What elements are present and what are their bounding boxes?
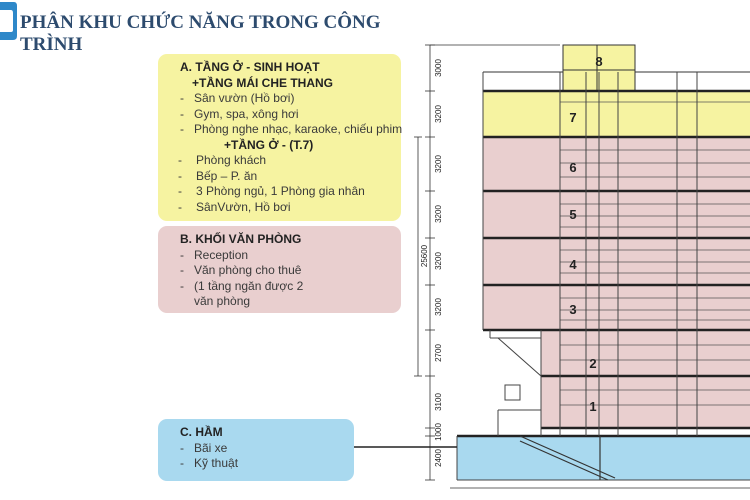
zone-c-item: -Kỹ thuật bbox=[180, 456, 239, 470]
zone-b-office-box: B. KHỐI VĂN PHÒNG -Reception -Văn phòng … bbox=[158, 226, 401, 313]
zone-b-item: -Văn phòng cho thuê bbox=[180, 263, 302, 277]
zone-a-item: -SânVườn, Hồ bơi bbox=[178, 199, 291, 214]
corner-badge-icon bbox=[0, 0, 18, 42]
zone-a-subheading-2: +TẦNG Ở - (T.7) bbox=[224, 137, 314, 152]
zone-b-item: văn phòng bbox=[194, 294, 251, 308]
zone-c-basement-box: C. HẦM -Bãi xe -Kỹ thuật bbox=[158, 419, 354, 481]
dim-label: 3200 bbox=[434, 298, 443, 316]
zone-a-residential-box: A. TẦNG Ở - SINH HOẠT +TẦNG MÁI CHE THAN… bbox=[158, 54, 403, 221]
zone-a-item: -Phòng nghe nhạc, karaoke, chiếu phim bbox=[180, 122, 403, 136]
zone-c-heading: C. HẦM bbox=[180, 425, 223, 439]
dim-label: 3200 bbox=[434, 252, 443, 270]
dim-label: 3000 bbox=[434, 59, 443, 77]
total-height-label: 25600 bbox=[420, 244, 429, 267]
floor-label-4: 4 bbox=[569, 257, 577, 272]
dim-label: 2700 bbox=[434, 344, 443, 362]
zone-b-item: -Reception bbox=[180, 247, 249, 262]
zone-a-item: -Gym, spa, xông hơi bbox=[180, 106, 299, 121]
floor-label-2: 2 bbox=[589, 356, 596, 371]
yellow-zone-floor-7 bbox=[483, 91, 750, 137]
zone-a-heading: A. TẦNG Ở - SINH HOẠT bbox=[180, 60, 320, 74]
floor-label-8: 8 bbox=[595, 54, 602, 69]
dim-label: 3200 bbox=[434, 155, 443, 173]
floor-label-6: 6 bbox=[569, 160, 576, 175]
dim-label: 1000 bbox=[434, 423, 443, 441]
zone-b-heading: B. KHỐI VĂN PHÒNG bbox=[180, 232, 302, 246]
dim-label: 3200 bbox=[434, 205, 443, 223]
zone-a-item: -Bếp – P. ăn bbox=[178, 168, 258, 183]
pink-zone-office-floors bbox=[483, 137, 750, 330]
floor-label-3: 3 bbox=[569, 302, 576, 317]
zone-b-item: -(1 tầng ngăn được 2 bbox=[180, 278, 304, 293]
zone-c-item: -Bãi xe bbox=[180, 440, 228, 455]
pink-zone-lower-floors bbox=[541, 330, 750, 428]
dim-label: 3100 bbox=[434, 393, 443, 411]
zone-a-item: -Sân vườn (Hồ bơi) bbox=[180, 91, 295, 105]
floor-label-7: 7 bbox=[569, 110, 576, 125]
floor-label-5: 5 bbox=[569, 207, 576, 222]
page-title: PHÂN KHU CHỨC NĂNG TRONG CÔNG TRÌNH bbox=[20, 12, 381, 55]
zone-a-item: -Phòng khách bbox=[178, 153, 267, 167]
zone-a-subheading: +TẦNG MÁI CHE THANG bbox=[192, 75, 333, 90]
dim-label: 3200 bbox=[434, 105, 443, 123]
floor-label-1: 1 bbox=[589, 399, 596, 414]
dim-label: 2400 bbox=[434, 449, 443, 467]
zone-a-item: -3 Phòng ngủ, 1 Phòng gia nhân bbox=[178, 184, 365, 198]
